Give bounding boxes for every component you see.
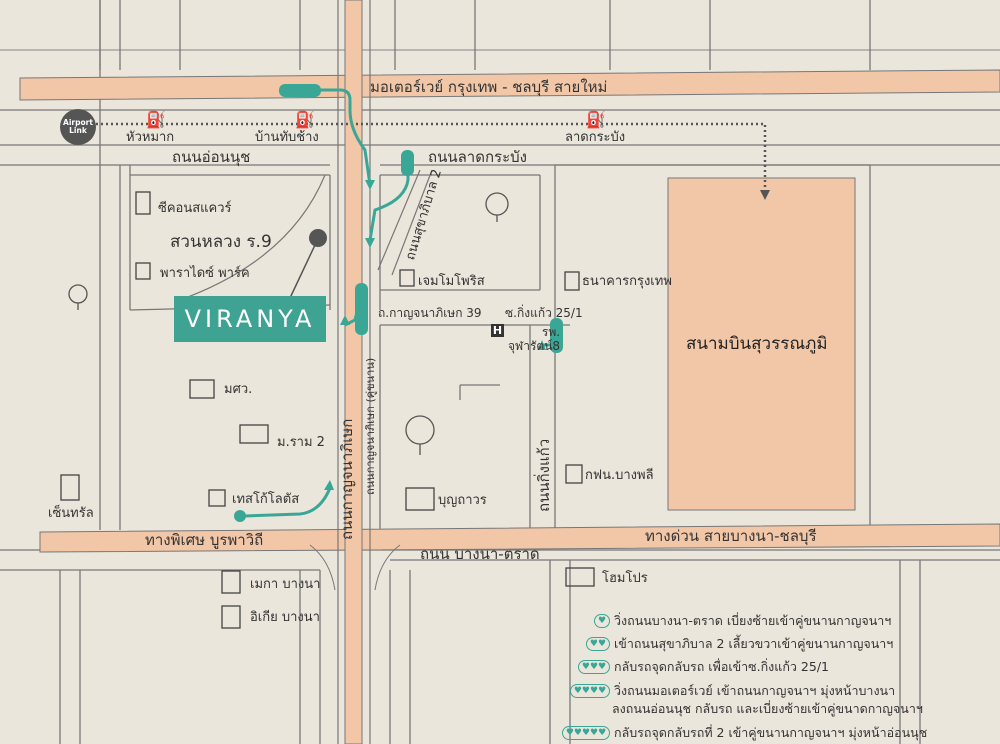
expressways: [19, 0, 1000, 744]
hospital-icon: H: [491, 324, 504, 337]
heart-markers: [234, 84, 563, 522]
station-ban-thap-chang: บ้านทับช้าง: [255, 130, 319, 145]
legend-row: ♥♥♥ กลับรถจุดกลับรถ เพื่อเข้าซ.กิ่งแก้ว 2…: [568, 657, 829, 677]
airport-link-line: [96, 122, 767, 195]
place-homepro: โฮมโปร: [602, 571, 648, 586]
place-hospital: รพ. จุฬารัตน์8: [508, 325, 561, 354]
legend-text: วิ่งถนนบางนา-ตราด เบี่ยงซ้ายเข้าคู่ขนานก…: [614, 613, 892, 628]
station-hua-mak: หัวหมาก: [126, 130, 175, 145]
train-icon: ⛽: [146, 110, 166, 129]
legend-text: เข้าถนนสุขาภิบาล 2 เลี้ยวขวาเข้าคู่ขนานก…: [614, 636, 894, 651]
place-central: เซ็นทรัล: [48, 506, 94, 521]
heart-icon: ♥♥: [586, 637, 610, 651]
station-lat-krabang: ลาดกระบัง: [565, 130, 626, 145]
viranya-logo: VIRANYA: [174, 296, 326, 342]
legend-text: วิ่งถนนมอเตอร์เวย์ เข้าถนนกาญจนาฯ มุ่งหน…: [614, 683, 896, 698]
place-ramkhamhaeng: ม.ราม 2: [277, 435, 325, 450]
airport-block: [667, 177, 856, 511]
place-gems: เจมโมโพริส: [418, 274, 485, 289]
building-icons: [60, 191, 595, 629]
road-kanchanaphisek: ถนนกาญจนาภิเษก: [338, 418, 356, 540]
road-on-nut: ถนนอ่อนนุช: [172, 148, 251, 166]
road-motorway: มอเตอร์เวย์ กรุงเทพ - ชลบุรี สายใหม่: [370, 78, 608, 96]
heart-icon: ♥♥♥♥♥: [562, 726, 610, 740]
road-kingkaew: ถนนกิ่งแก้ว: [535, 438, 553, 512]
legend-row: ♥♥♥♥ วิ่งถนนมอเตอร์เวย์ เข้าถนนกาญจนาฯ มุ…: [568, 681, 895, 701]
road-phiset: ทางพิเศษ บูรพาวิถี: [145, 531, 264, 549]
legend-text: กลับรถจุดกลับรถที่ 2 เข้าคู่ขนานกาญจนาฯ …: [614, 725, 928, 740]
place-mega: เมกา บางนา: [250, 577, 321, 592]
heart-icon: ♥♥♥: [578, 660, 610, 674]
place-boonthavorn: บุญถาวร: [438, 493, 487, 508]
legend-row: ♥♥ เข้าถนนสุขาภิบาล 2 เลี้ยวขวาเข้าคู่ขนา…: [568, 634, 893, 654]
heart-icon: ♥♥♥♥: [570, 684, 610, 698]
place-seacon: ซีคอนสแควร์: [158, 201, 232, 216]
legend-text: กลับรถจุดกลับรถ เพื่อเข้าซ.กิ่งแก้ว 25/1: [614, 659, 829, 674]
place-lotus: เทสโก้โลตัส: [232, 492, 300, 507]
place-airport: สนามบินสุวรรณภูมิ: [686, 334, 828, 354]
place-bangkok-bank: ธนาคารกรุงเทพ: [582, 274, 672, 289]
legend-row: ♥ วิ่งถนนบางนา-ตราด เบี่ยงซ้ายเข้าคู่ขนาน…: [568, 611, 891, 631]
road-bangna-chonburi: ทางด่วน สายบางนา-ชลบุรี: [645, 527, 817, 545]
road-bangna-trad: ถนน บางนา-ตราด: [420, 545, 540, 563]
legend-row: ♥♥♥♥♥ กลับรถจุดกลับรถที่ 2 เข้าคู่ขนานกาญ…: [562, 723, 928, 743]
train-icon: ⛽: [295, 110, 315, 129]
place-mahidol: มศว.: [224, 382, 253, 397]
place-ikea: อิเกีย บางนา: [250, 610, 320, 625]
road-soi-kanchana39: ถ.กาญจนาภิเษก 39: [378, 306, 482, 320]
legend-text: ลงถนนอ่อนนุช กลับรถ และเบี่ยงซ้ายเข้าคู่…: [612, 701, 923, 716]
heart-icon: ♥: [594, 614, 610, 628]
road-lat-krabang: ถนนลาดกระบัง: [428, 148, 527, 166]
place-pea: กฟน.บางพลี: [585, 468, 654, 483]
trees: [68, 192, 509, 455]
train-icon: ⛽: [586, 110, 606, 129]
place-suan-luang: สวนหลวง ร.9: [170, 232, 272, 252]
legend-row: ลงถนนอ่อนนุช กลับรถ และเบี่ยงซ้ายเข้าคู่…: [568, 699, 923, 719]
viranya-location-dot: [309, 229, 327, 247]
airport-link-icon: Airport Link: [60, 109, 96, 145]
place-paradise: พาราไดซ์ พาร์ค: [160, 266, 250, 281]
road-kanchanaphisek-parallel: ถนนกาญจนาภิเษก (คู่ขนาน): [364, 357, 377, 495]
road-soi-kingkaew: ซ.กิ่งแก้ว 25/1: [505, 306, 583, 320]
route-arrows: [324, 180, 546, 490]
